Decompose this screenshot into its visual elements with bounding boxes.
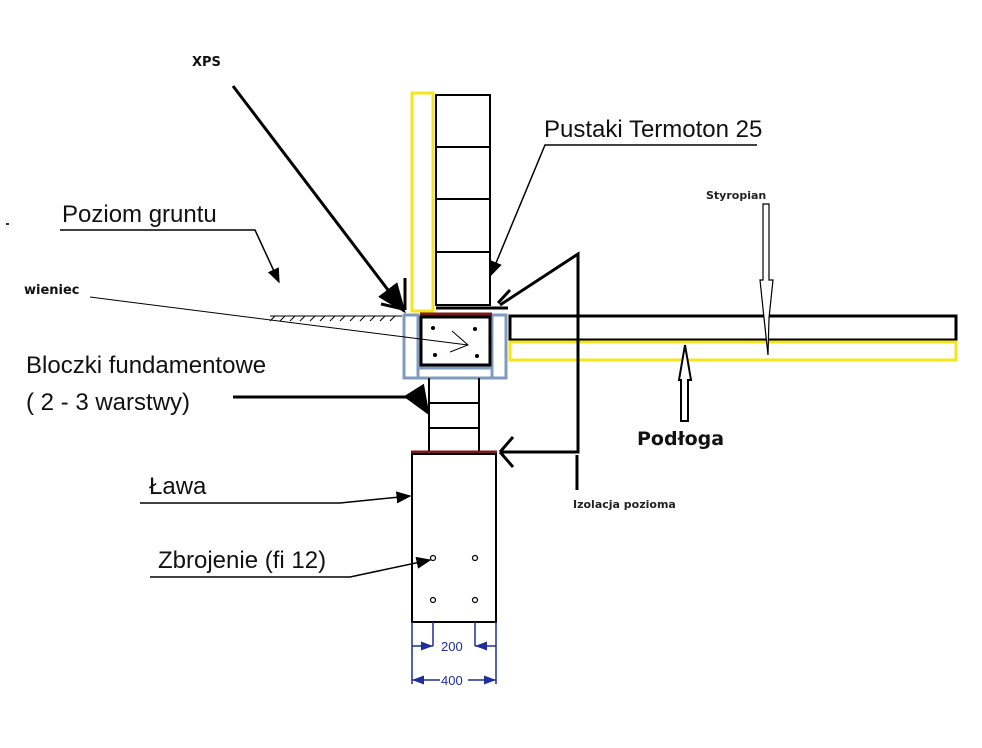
lawa-leader	[140, 491, 412, 504]
label-pustaki: Pustaki Termoton 25	[544, 116, 762, 143]
label-izolacja: Izolacja pozioma	[573, 498, 676, 511]
label-xps: XPS	[192, 55, 221, 70]
lawa-footing	[411, 453, 497, 623]
wieniec-insulation	[402, 313, 508, 380]
stray-mark	[6, 223, 9, 225]
wieniec-leader	[89, 296, 469, 346]
label-lawa: Ława	[149, 473, 207, 500]
ground-level-hatch	[269, 315, 402, 322]
label-podloga: Podłoga	[637, 428, 724, 450]
label-zbrojenie: Zbrojenie (fi 12)	[158, 547, 326, 574]
floor-slab	[508, 314, 958, 342]
footing-rebars	[429, 554, 479, 604]
brick-wall	[435, 94, 491, 306]
xps-leader	[231, 85, 406, 314]
izolacja-bracket	[496, 251, 580, 490]
label-wieniec: wieniec	[24, 283, 80, 298]
wieniec-rebars	[431, 326, 479, 358]
floor-styropian-layer	[508, 340, 958, 362]
podloga-arrow	[677, 344, 693, 422]
xps-insulation-strip	[410, 91, 435, 313]
xps-leader-tick-b	[380, 302, 404, 311]
label-poziom-gruntu: Poziom gruntu	[62, 201, 217, 228]
dimension-400: 400	[441, 673, 463, 688]
label-bloczki-line2: ( 2 - 3 warstwy)	[26, 389, 190, 416]
dimension-lines	[411, 622, 497, 685]
label-bloczki-line1: Bloczki fundamentowe	[26, 352, 266, 379]
dimension-200: 200	[441, 639, 463, 654]
wieniec-leader-arrowhead	[449, 330, 469, 353]
label-styropian: Styropian	[706, 189, 766, 202]
foundation-blocks	[428, 378, 480, 451]
bloczki-leader	[233, 383, 430, 416]
poziom-gruntu-leader	[60, 229, 280, 284]
styropian-arrow	[759, 203, 774, 356]
wieniec-beam	[419, 315, 492, 367]
zbrojenie-leader	[150, 556, 432, 578]
pustaki-leader	[490, 144, 757, 277]
